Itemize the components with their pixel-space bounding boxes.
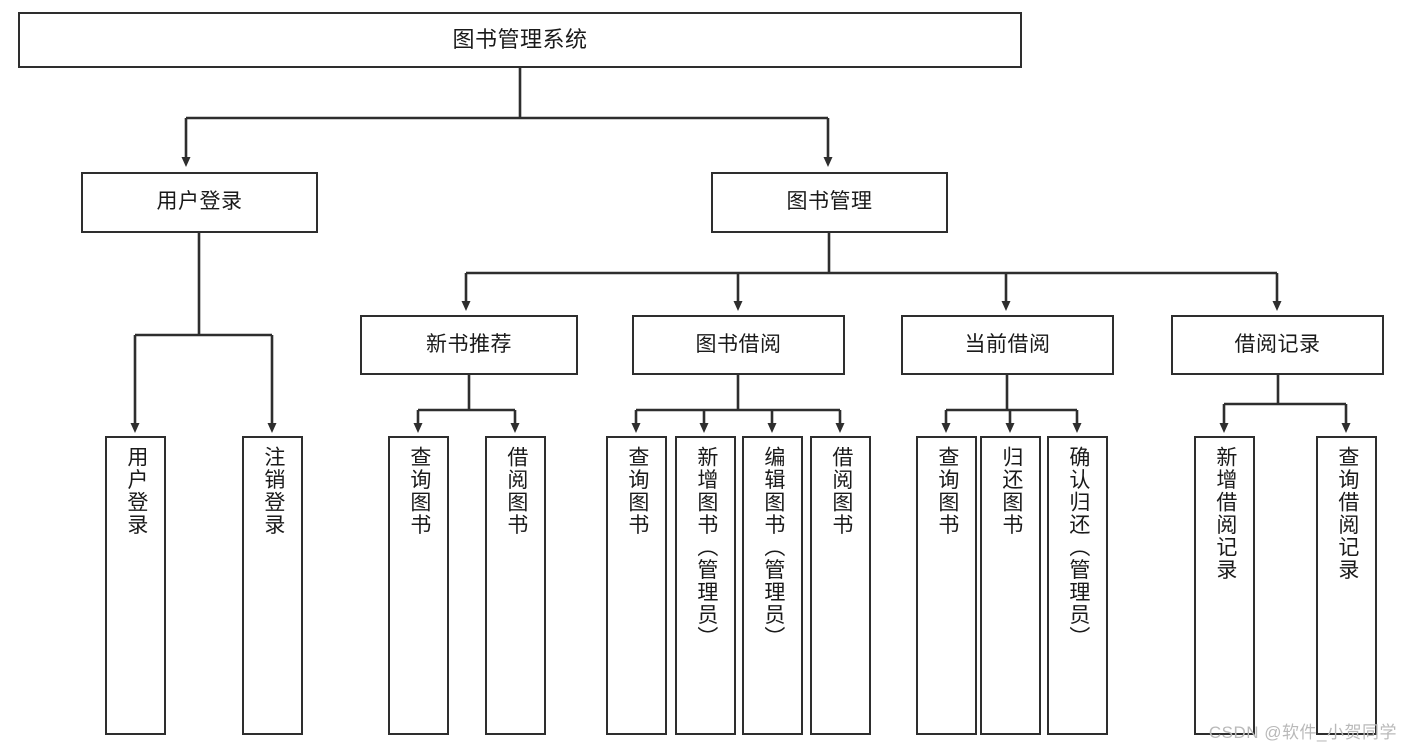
leaf-current-query-book[interactable]: 查询图书	[916, 436, 977, 735]
node-label: 新书推荐	[426, 332, 512, 356]
leaf-record-add-record[interactable]: 新增借阅记录	[1194, 436, 1255, 735]
node-book-management[interactable]: 图书管理	[711, 172, 948, 233]
node-label: 当前借阅	[964, 332, 1051, 356]
node-label: 查询图书	[935, 446, 959, 536]
node-label: 借阅记录	[1234, 332, 1321, 356]
node-user-login[interactable]: 用户登录	[81, 172, 318, 233]
leaf-borrow-add-book-admin[interactable]: 新增图书（管理员）	[675, 436, 736, 735]
node-label: 用户登录	[156, 190, 243, 214]
node-label: 归还图书	[999, 446, 1023, 536]
node-current-borrow[interactable]: 当前借阅	[901, 315, 1114, 375]
node-label: 查询借阅记录	[1335, 446, 1359, 581]
leaf-record-query-record[interactable]: 查询借阅记录	[1316, 436, 1377, 735]
leaf-current-confirm-return-admin[interactable]: 确认归还（管理员）	[1047, 436, 1108, 735]
leaf-borrow-query-book[interactable]: 查询图书	[606, 436, 667, 735]
node-label: 查询图书	[407, 446, 431, 536]
node-label: 注销登录	[261, 446, 285, 536]
leaf-logout[interactable]: 注销登录	[242, 436, 303, 735]
leaf-borrow-edit-book-admin[interactable]: 编辑图书（管理员）	[742, 436, 803, 735]
node-label: 新增借阅记录	[1213, 446, 1237, 581]
node-label: 借阅图书	[504, 446, 528, 536]
node-label: 图书借阅	[695, 332, 782, 356]
node-label: 用户登录	[124, 446, 148, 536]
node-label: 查询图书	[625, 446, 649, 536]
node-borrow-record[interactable]: 借阅记录	[1171, 315, 1384, 375]
node-label: 新增图书（管理员）	[694, 446, 718, 649]
node-root-system[interactable]: 图书管理系统	[18, 12, 1022, 68]
leaf-current-return-book[interactable]: 归还图书	[980, 436, 1041, 735]
node-label: 确认归还（管理员）	[1066, 446, 1090, 649]
leaf-newbook-query-book[interactable]: 查询图书	[388, 436, 449, 735]
leaf-newbook-borrow-book[interactable]: 借阅图书	[485, 436, 546, 735]
node-new-book-recommend[interactable]: 新书推荐	[360, 315, 578, 375]
node-label: 图书管理系统	[452, 27, 588, 53]
node-label: 借阅图书	[829, 446, 853, 536]
leaf-user-login[interactable]: 用户登录	[105, 436, 166, 735]
leaf-borrow-borrow-book[interactable]: 借阅图书	[810, 436, 871, 735]
node-label: 图书管理	[786, 190, 873, 214]
node-book-borrow[interactable]: 图书借阅	[632, 315, 845, 375]
watermark: CSDN @软件_小贺同学	[1208, 723, 1397, 742]
node-label: 编辑图书（管理员）	[761, 446, 785, 649]
